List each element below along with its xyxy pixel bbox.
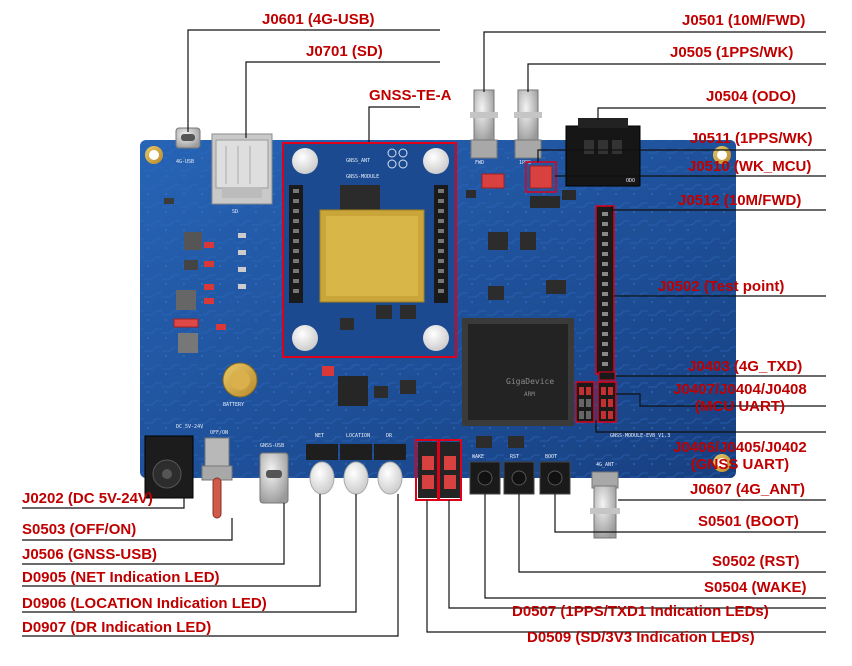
silk-pps: 1PPS [519, 160, 531, 166]
usb-c-gnss-connector: GNSS-USB [259, 443, 289, 504]
silk-4g-usb: 4G-USB [176, 159, 194, 165]
callout-j0407-line1: J0407/J0404/J0408 [673, 381, 807, 398]
silk-ant4g: 4G_ANT [596, 462, 614, 468]
silk-wake: WAKE [472, 454, 484, 460]
callout-j0502: J0502 (Test point) [658, 278, 785, 295]
usb-c-4g-connector [175, 127, 201, 149]
silk-gnss-ant: GNSS_ANT [346, 158, 370, 164]
callout-j0406-line1: J0406/J0405/J0402 [673, 439, 807, 456]
callout-j0506: J0506 (GNSS-USB) [22, 546, 158, 563]
silk-dr: DR [386, 433, 393, 439]
callout-d0905: D0905 (NET Indication LED) [22, 569, 220, 586]
silk-gnss-module: GNSS-MODULE [346, 174, 379, 180]
callout-j0403: J0403 (4G_TXD) [688, 358, 803, 375]
callout-j0512: J0512 (10M/FWD) [678, 192, 802, 209]
indicator-leds: NET LOCATION DR [306, 433, 406, 495]
callout-d0906: D0906 (LOCATION Indication LED) [22, 595, 267, 612]
callout-d0509: D0509 (SD/3V3 Indication LEDs) [527, 629, 755, 646]
silk-dc: DC 5V-24V [176, 424, 203, 430]
coin-cell-battery: BATTERY [222, 362, 258, 408]
callout-d0907: D0907 (DR Indication LED) [22, 619, 212, 636]
dc-jack: DC 5V-24V [144, 424, 203, 499]
callout-gnss-te-a: GNSS-TE-A [369, 87, 452, 104]
top-jumpers [481, 161, 576, 208]
d0507-d0509-leds [415, 439, 462, 501]
silk-fwd: FWD [475, 160, 484, 166]
uart-jumpers [575, 371, 617, 423]
silk-board-name: GNSS-MODULE-EVB_V1.3 [610, 433, 670, 439]
silk-net: NET [315, 433, 324, 439]
silk-odo: ODO [626, 178, 635, 184]
silk-gnss-usb: GNSS-USB [260, 443, 284, 449]
sma-10m-fwd: FWD [470, 89, 498, 166]
callout-s0502: S0502 (RST) [712, 553, 800, 570]
sd-card-slot [211, 133, 273, 205]
silk-rst: RST [510, 454, 519, 460]
silk-location: LOCATION [346, 433, 370, 439]
callout-j0607: J0607 (4G_ANT) [690, 481, 806, 498]
middle-ics [322, 190, 566, 406]
callout-j0505: J0505 (1PPS/WK) [670, 44, 794, 61]
mcu-chip: GigaDevice ARM [462, 318, 574, 426]
power-section [164, 198, 246, 353]
callout-j0511: J0511 (1PPS/WK) [690, 130, 813, 147]
callout-j0407-line2: (MCU UART) [695, 398, 785, 415]
callout-j0601: J0601 (4G-USB) [262, 11, 375, 28]
callout-j0202: J0202 (DC 5V-24V) [22, 490, 153, 507]
test-point-header [595, 205, 615, 375]
callout-j0501: J0501 (10M/FWD) [682, 12, 806, 29]
callout-j0406-line2: (GNSS UART) [690, 456, 790, 473]
silk-mcu-brand: GigaDevice [506, 377, 554, 386]
callout-d0507: D0507 (1PPS/TXD1 Indication LEDs) [512, 603, 769, 620]
gnss-module-carrier: GNSS_ANT GNSS-MODULE [282, 142, 457, 358]
callout-lines [22, 29, 826, 637]
callout-s0503: S0503 (OFF/ON) [22, 521, 137, 538]
callout-s0501: S0501 (BOOT) [698, 513, 799, 530]
callout-j0701: J0701 (SD) [306, 43, 383, 60]
push-buttons: WAKE RST BOOT [469, 436, 571, 495]
silk-boot: BOOT [545, 454, 557, 460]
callout-s0504: S0504 (WAKE) [704, 579, 807, 596]
callout-j0510: J0510 (WK_MCU) [688, 158, 812, 175]
toggle-switch: OFF/ON [201, 430, 233, 519]
silk-mcu-arm: ARM [524, 391, 535, 398]
callout-j0504: J0504 (ODO) [706, 88, 797, 105]
sma-4g-ant: 4G_ANT [590, 462, 620, 539]
silk-battery: BATTERY [223, 402, 244, 408]
silk-sd: SD [232, 209, 238, 215]
silk-offon: OFF/ON [210, 430, 228, 436]
